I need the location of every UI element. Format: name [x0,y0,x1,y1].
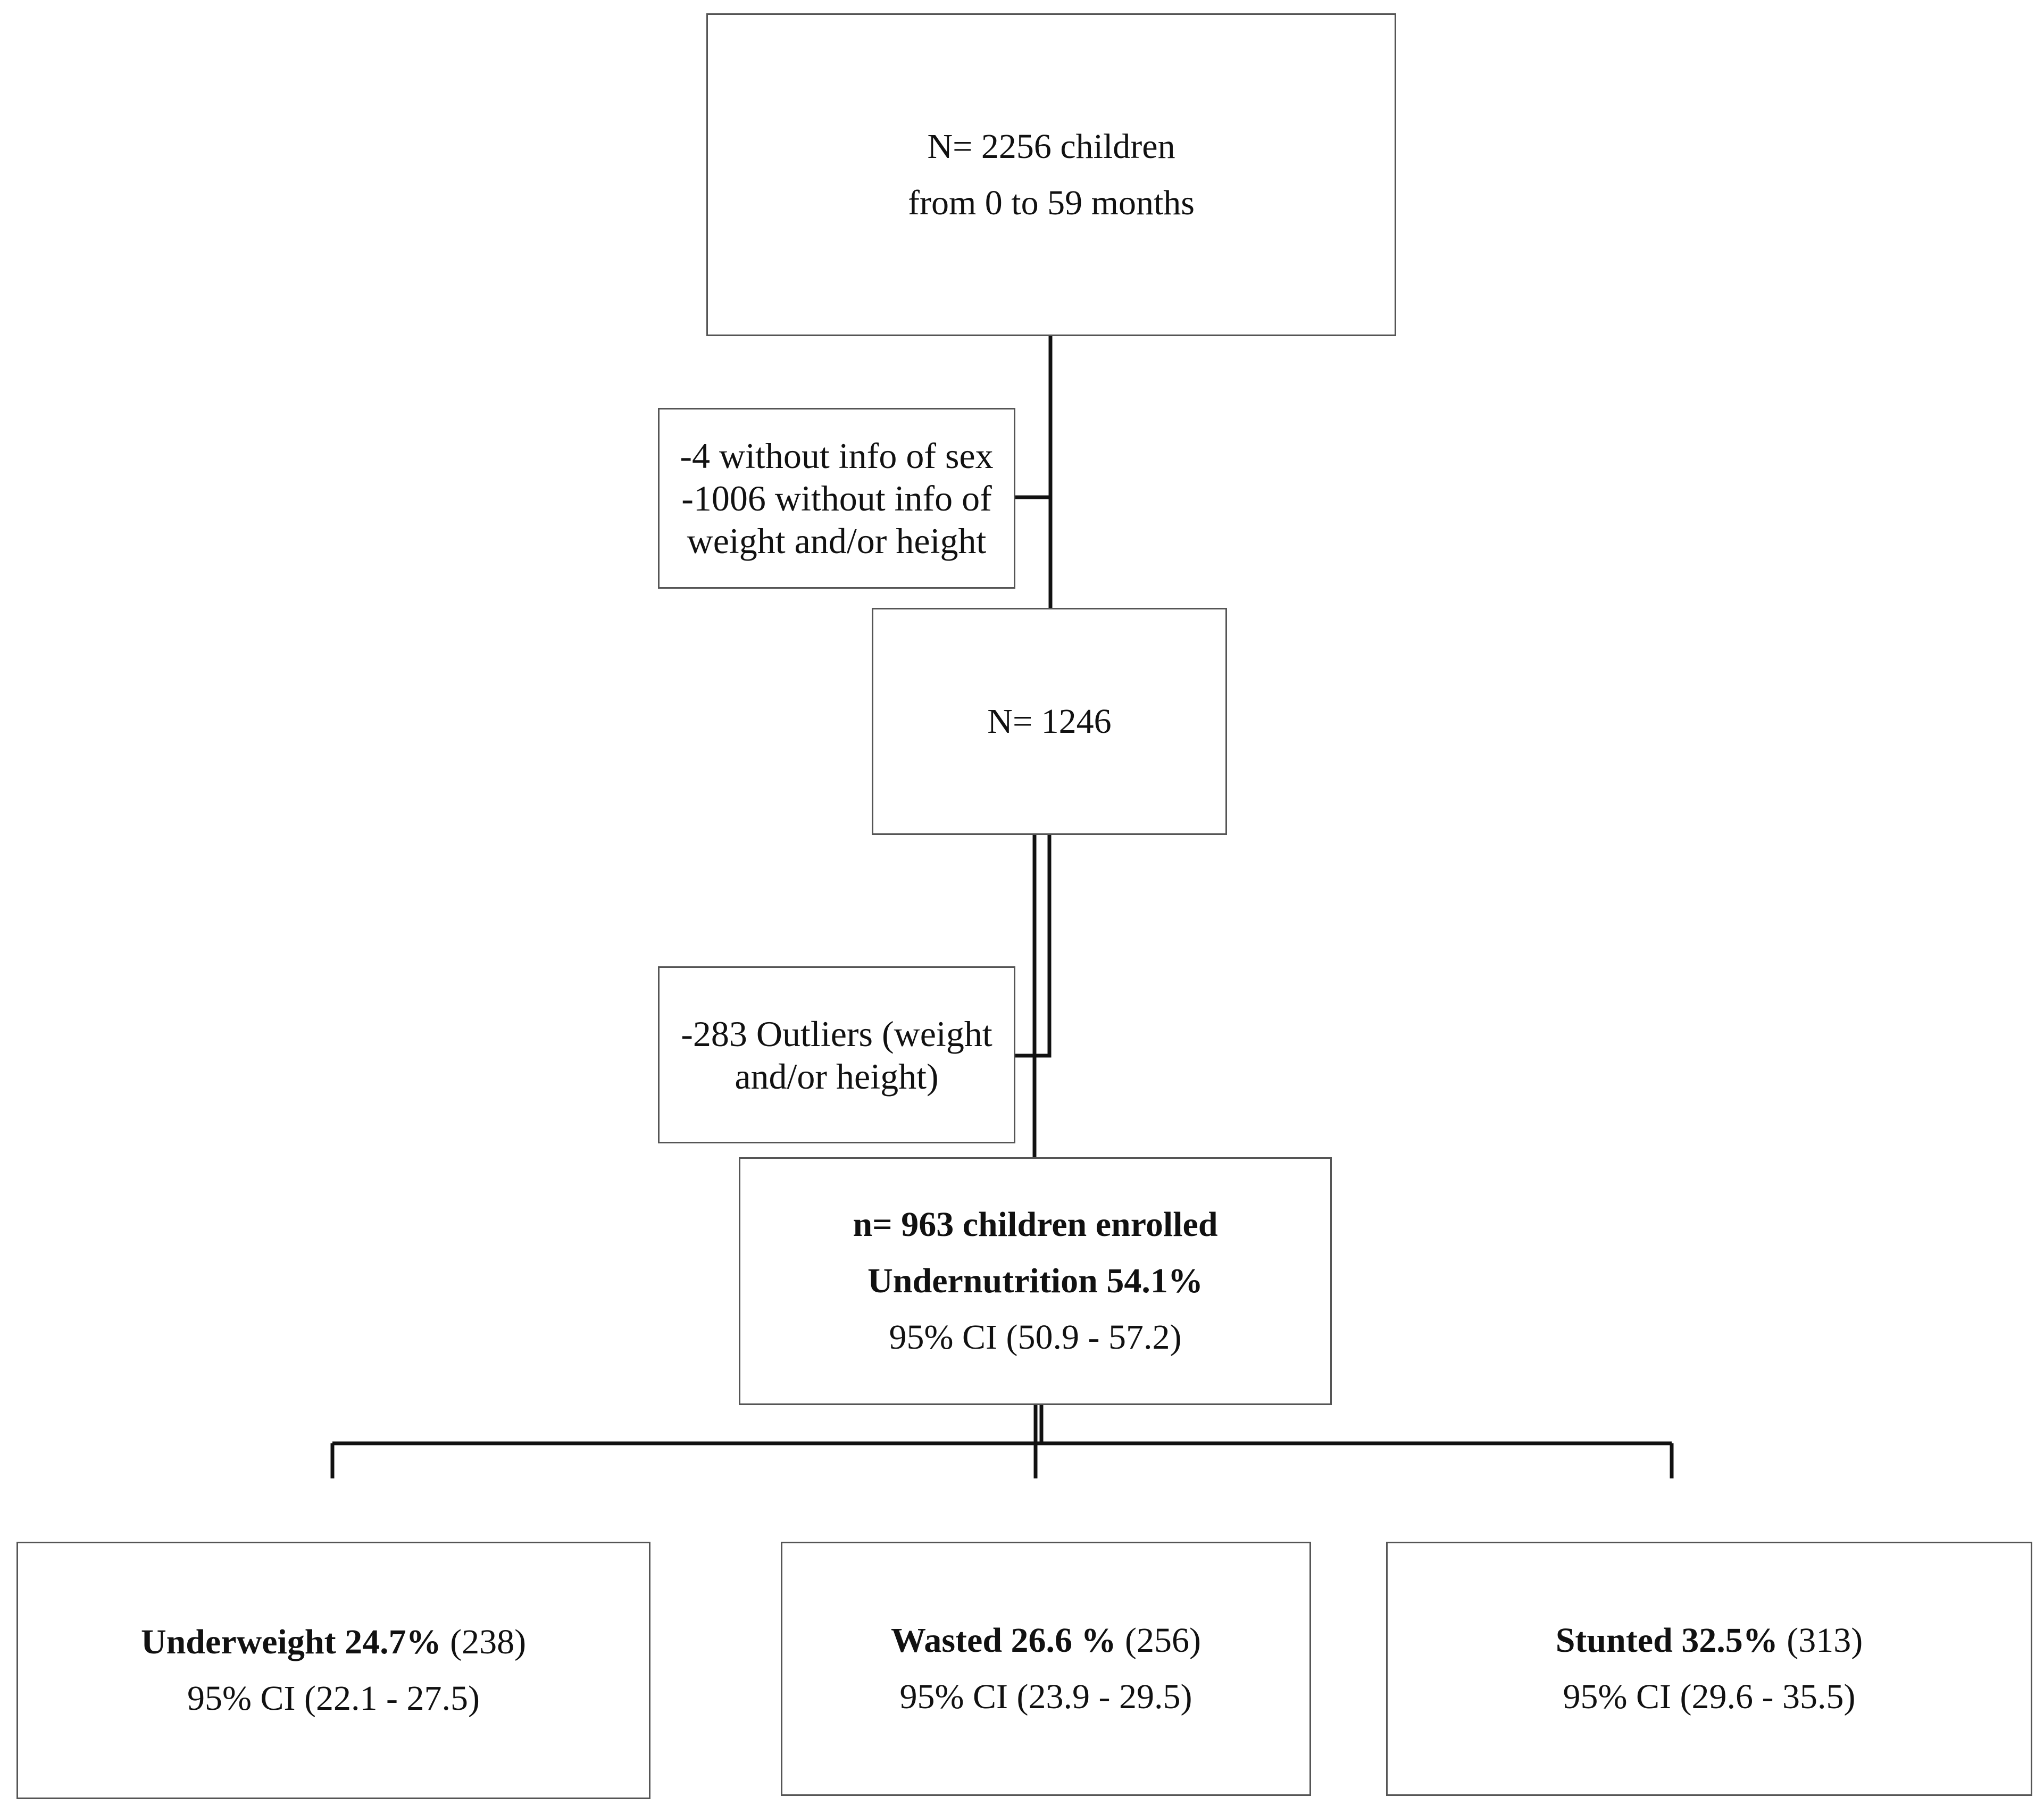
exclusion-1-line-2: -1006 without info of [681,478,992,519]
underweight-line-1: Underweight 24.7% (238) [141,1614,526,1670]
underweight-ci: 95% CI (22.1 - 27.5) [187,1679,480,1718]
underweight-label: Underweight 24.7% [140,1623,441,1661]
after-exclusion-1-box: N= 1246 [872,608,1227,835]
wasted-box: Wasted 26.6 % (256) 95% CI (23.9 - 29.5) [781,1542,1311,1796]
wasted-count: (256) [1125,1621,1201,1660]
wasted-ci: 95% CI (23.9 - 29.5) [899,1677,1192,1716]
enrolled-line-2: Undernutrition 54.1% [867,1261,1203,1300]
exclusion-1-line-1: -4 without info of sex [680,436,994,476]
stunted-box: Stunted 32.5% (313) 95% CI (29.6 - 35.5) [1386,1542,2032,1796]
total-line-1: N= 2256 children [927,127,1175,166]
total-children-box: N= 2256 children from 0 to 59 months [706,13,1396,336]
enrolled-box: n= 963 children enrolled Undernutrition … [739,1157,1332,1405]
enrolled-line-1: n= 963 children enrolled [853,1205,1218,1244]
stunted-line-1: Stunted 32.5% (313) [1556,1612,1863,1669]
exclusion-2-box: -283 Outliers (weight and/or height) [658,966,1015,1143]
stunted-ci: 95% CI (29.6 - 35.5) [1563,1677,1856,1716]
enrolled-line-3: 95% CI (50.9 - 57.2) [889,1318,1182,1357]
stunted-label: Stunted 32.5% [1555,1621,1778,1660]
exclusion-1-box: -4 without info of sex -1006 without inf… [658,408,1015,589]
connector-1246-to-exclusion2-outer [1031,835,1052,1058]
wasted-label: Wasted 26.6 % [891,1621,1116,1660]
underweight-box: Underweight 24.7% (238) 95% CI (22.1 - 2… [16,1542,650,1799]
exclusion-2-line-1: -283 Outliers (weight [681,1013,992,1054]
wasted-line-1: Wasted 26.6 % (256) [891,1612,1201,1669]
underweight-count: (238) [450,1623,527,1661]
exclusion-2-line-2: and/or height) [735,1056,939,1097]
after-exclusion-1-line-1: N= 1246 [987,701,1112,741]
exclusion-1-line-3: weight and/or height [687,521,987,561]
stunted-count: (313) [1787,1621,1863,1660]
total-line-2: from 0 to 59 months [908,183,1195,222]
